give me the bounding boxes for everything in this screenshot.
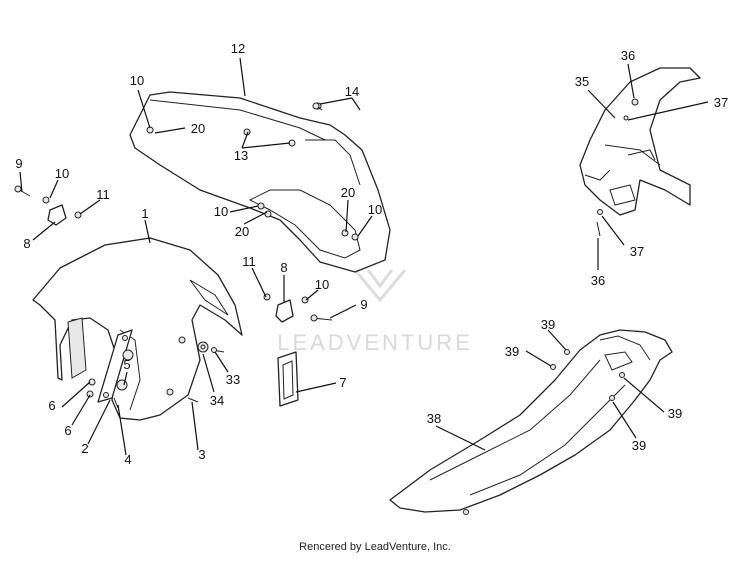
callout-37a: 37 [714,95,728,110]
callout-10b: 10 [55,166,69,181]
callout-7: 7 [339,375,346,390]
fender-brace [86,329,199,409]
callout-labels: 1 2 3 4 5 6 6 7 8 8 9 9 10 10 10 10 10 1… [15,41,728,467]
callout-20b: 20 [235,224,249,239]
callout-34: 34 [210,393,224,408]
bracket-right [263,293,333,323]
callout-6a: 6 [48,398,55,413]
callout-39c: 39 [668,406,682,421]
callout-6b: 6 [64,423,71,438]
callout-20c: 20 [341,185,355,200]
callout-35: 35 [575,74,589,89]
rear-mudguard [579,67,701,237]
bracket-left [14,185,82,226]
callout-37b: 37 [630,244,644,259]
rear-fender-fasteners [312,102,323,111]
callout-8a: 8 [23,236,30,251]
fender-hardware [197,341,225,353]
undertray [389,329,673,515]
callout-3: 3 [198,447,205,462]
callout-10d: 10 [368,202,382,217]
callout-14: 14 [345,84,359,99]
callout-39b: 39 [505,344,519,359]
callout-20a: 20 [191,121,205,136]
callout-38: 38 [427,411,441,426]
leader-lines [19,57,709,456]
footer-credit: Rencered by LeadVenture, Inc. [299,541,451,553]
callout-10a: 10 [130,73,144,88]
callout-11a: 11 [96,187,110,202]
callout-8b: 8 [280,260,287,275]
callout-5: 5 [123,357,130,372]
reflector [277,351,299,407]
callout-4: 4 [124,452,131,467]
callout-9b: 9 [360,297,367,312]
callout-1: 1 [141,206,148,221]
callout-39d: 39 [632,438,646,453]
callout-11b: 11 [242,254,256,269]
watermark: LEADVENTURE [277,269,473,355]
callout-10c: 10 [214,204,228,219]
callout-13: 13 [234,148,248,163]
callout-2: 2 [81,441,88,456]
callout-33: 33 [226,372,240,387]
front-fender [32,237,243,421]
callout-36a: 36 [621,48,635,63]
watermark-text: LEADVENTURE [277,330,473,355]
callout-36b: 36 [591,273,605,288]
callout-12: 12 [231,41,245,56]
callout-39a: 39 [541,317,555,332]
callout-10e: 10 [315,277,329,292]
callout-9a: 9 [15,156,22,171]
